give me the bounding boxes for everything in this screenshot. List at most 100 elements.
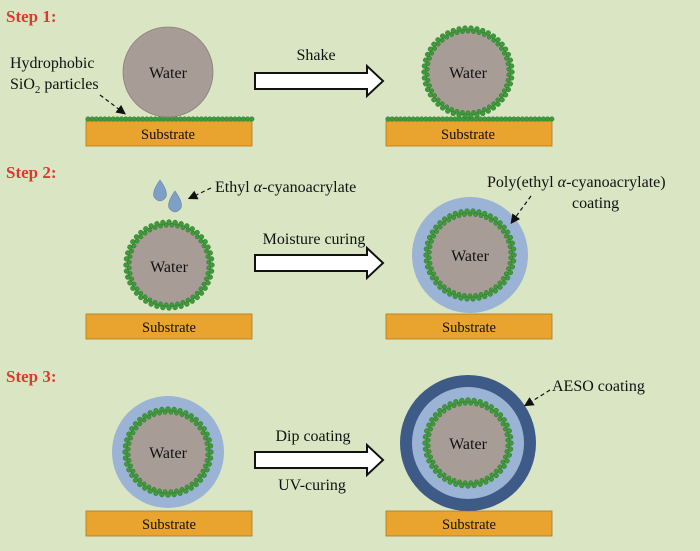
sio2-particle bbox=[439, 105, 446, 111]
sio2-particle bbox=[434, 276, 440, 281]
sio2-particle bbox=[437, 472, 443, 479]
step-1: Step 1: Water Substrate Hydrophobic SiO2… bbox=[6, 7, 555, 147]
sio2-particle bbox=[142, 413, 148, 419]
sio2-particle bbox=[205, 254, 211, 259]
sio2-particle bbox=[178, 303, 184, 309]
pec-label-line1: Poly(ethyl α-cyanoacrylate) bbox=[487, 174, 666, 191]
sio2-particle bbox=[127, 280, 133, 286]
sio2-particle bbox=[426, 458, 432, 464]
sio2-particle bbox=[161, 116, 167, 122]
sio2-particle bbox=[131, 243, 137, 249]
sio2-particle bbox=[427, 260, 433, 266]
sio2-particle bbox=[494, 116, 500, 122]
sio2-particle bbox=[126, 265, 132, 271]
arrow-label-top: Moisture curing bbox=[263, 231, 366, 248]
sio2-particle bbox=[528, 116, 534, 122]
sio2-particle bbox=[423, 116, 429, 122]
sio2-particle bbox=[142, 485, 148, 491]
sio2-particle bbox=[173, 116, 179, 122]
particle-shell bbox=[423, 208, 517, 302]
sio2-particle bbox=[507, 244, 513, 250]
sio2-particle bbox=[457, 479, 462, 485]
sio2-particle bbox=[130, 430, 136, 436]
step-3: Step 3: Water Substrate Dip coating UV-c… bbox=[6, 367, 645, 537]
sio2-particle bbox=[507, 269, 514, 276]
sio2-particle bbox=[458, 209, 464, 215]
sio2-particle bbox=[453, 481, 459, 487]
sio2-particle bbox=[201, 281, 207, 287]
sio2-particle bbox=[477, 116, 483, 122]
sio2-particle bbox=[431, 271, 437, 277]
pec-label-line2: coating bbox=[572, 195, 619, 212]
step-2-label: Step 2: bbox=[6, 163, 57, 182]
sio2-particle bbox=[157, 488, 162, 494]
sio2-particle bbox=[497, 416, 503, 422]
sio2-particle bbox=[488, 287, 494, 293]
step-1-after: Water Substrate bbox=[385, 25, 555, 147]
sio2-particle bbox=[508, 75, 515, 81]
sio2-particle bbox=[398, 116, 404, 122]
sio2-particle bbox=[499, 41, 505, 47]
particle-layer bbox=[85, 116, 255, 122]
sio2-particle bbox=[499, 97, 505, 103]
sio2-particle bbox=[488, 217, 494, 223]
sio2-particle bbox=[424, 452, 430, 458]
sio2-particle bbox=[224, 116, 230, 122]
sio2-particle bbox=[207, 250, 213, 256]
sio2-particle bbox=[245, 116, 251, 122]
sio2-particle bbox=[429, 88, 435, 94]
sio2-particle bbox=[426, 432, 432, 437]
sio2-particle bbox=[140, 116, 146, 122]
sio2-particle bbox=[478, 291, 484, 297]
sio2-particle bbox=[202, 285, 208, 291]
sio2-particle bbox=[545, 116, 551, 122]
sio2-particle bbox=[206, 461, 212, 467]
sio2-particle bbox=[446, 405, 452, 411]
sio2-particle bbox=[141, 481, 147, 487]
sio2-particle bbox=[426, 255, 432, 261]
sio2-particle bbox=[509, 264, 516, 270]
sio2-particle bbox=[493, 284, 499, 289]
sio2-particle bbox=[393, 116, 399, 122]
substrate bbox=[385, 120, 553, 147]
sio2-particle bbox=[480, 110, 486, 117]
sio2-particle bbox=[123, 116, 129, 122]
sio2-particle bbox=[504, 432, 510, 437]
sio2-particle bbox=[137, 416, 143, 423]
sio2-particle bbox=[444, 104, 450, 110]
sio2-particle bbox=[476, 108, 482, 114]
sio2-particle bbox=[177, 490, 183, 496]
sio2-particle bbox=[441, 472, 447, 478]
sio2-particle bbox=[133, 425, 139, 431]
sio2-particle bbox=[197, 477, 204, 483]
sio2-particle bbox=[501, 463, 507, 469]
sio2-particle bbox=[236, 116, 242, 122]
sio2-particle bbox=[446, 475, 452, 481]
sio2-particle bbox=[511, 252, 517, 258]
sio2-particle bbox=[422, 57, 429, 63]
sio2-particle bbox=[426, 269, 433, 276]
sio2-particle bbox=[507, 57, 514, 63]
step-2: Step 2: Ethyl α-cyanoacrylate Water Subs… bbox=[6, 163, 666, 340]
sio2-particle bbox=[177, 116, 183, 122]
sio2-particle bbox=[437, 284, 443, 290]
sio2-particle bbox=[435, 37, 441, 43]
sio2-particle bbox=[509, 69, 515, 75]
sio2-particle bbox=[439, 38, 445, 43]
sio2-particle bbox=[142, 230, 148, 236]
sio2-particle bbox=[153, 490, 159, 496]
sio2-particle bbox=[442, 404, 448, 410]
sio2-particle bbox=[148, 223, 154, 229]
sio2-particle bbox=[174, 488, 179, 494]
sio2-particle bbox=[468, 113, 474, 119]
sio2-particle bbox=[453, 399, 459, 405]
sio2-particle bbox=[207, 274, 213, 280]
sio2-particle bbox=[194, 294, 200, 301]
sio2-particle bbox=[158, 223, 163, 229]
sio2-particle bbox=[447, 401, 453, 407]
sio2-particle bbox=[447, 291, 453, 297]
sio2-particle bbox=[197, 473, 203, 479]
sio2-particle bbox=[197, 425, 203, 431]
sio2-particle bbox=[201, 472, 207, 478]
sio2-particle bbox=[175, 301, 180, 307]
